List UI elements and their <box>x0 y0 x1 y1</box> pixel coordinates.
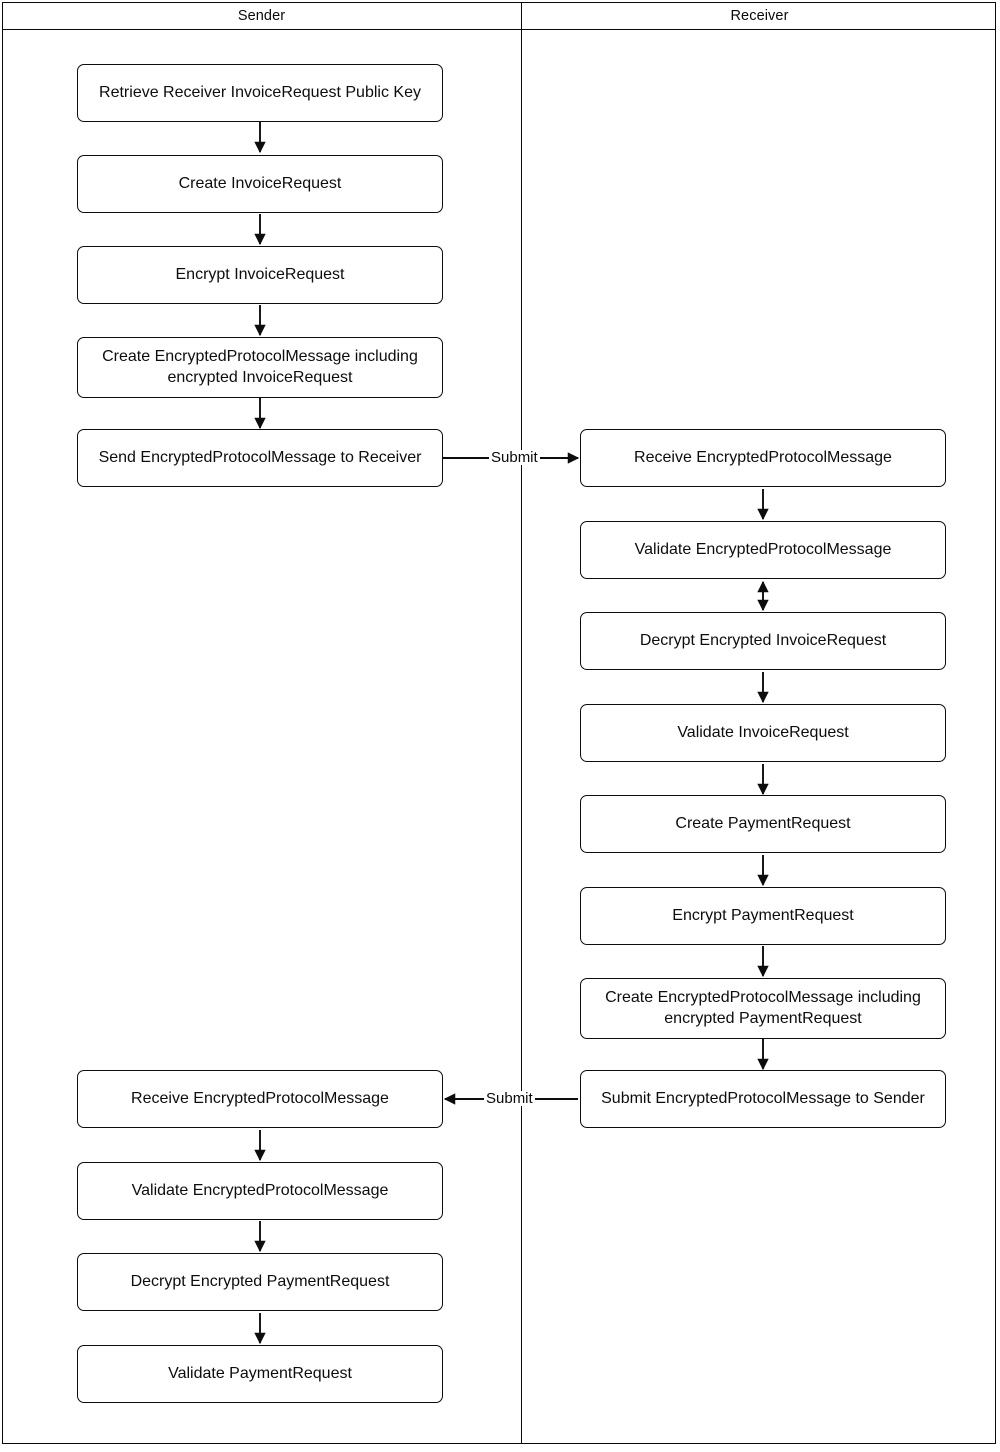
node-label: Retrieve Receiver InvoiceRequest Public … <box>99 83 421 101</box>
node-label: Encrypt InvoiceRequest <box>175 265 345 283</box>
node-encrypt-invoicerequest[interactable]: Encrypt InvoiceRequest <box>77 246 443 304</box>
lane-header-receiver: Receiver <box>730 7 789 24</box>
node-receiver-validate-encryptedprotocolmessage[interactable]: Validate EncryptedProtocolMessage <box>580 521 946 579</box>
node-label: Create EncryptedProtocolMessage includin… <box>605 989 921 1027</box>
node-label: Encrypt PaymentRequest <box>672 906 854 924</box>
node-label: Validate PaymentRequest <box>168 1364 352 1382</box>
node-label: Validate EncryptedProtocolMessage <box>634 540 892 558</box>
node-create-paymentrequest[interactable]: Create PaymentRequest <box>580 795 946 853</box>
node-create-encryptedprotocolmessage-invoicerequest[interactable]: Create EncryptedProtocolMessage includin… <box>77 337 443 398</box>
lane-divider <box>521 2 522 1444</box>
node-label: Validate InvoiceRequest <box>677 723 849 741</box>
edge-label-submit-to-receiver: Submit <box>489 449 540 466</box>
lane-header-sender: Sender <box>237 7 286 24</box>
node-label: Validate EncryptedProtocolMessage <box>131 1181 389 1199</box>
edge-label-submit-to-sender: Submit <box>484 1090 535 1107</box>
node-submit-encryptedprotocolmessage-to-sender[interactable]: Submit EncryptedProtocolMessage to Sende… <box>580 1070 946 1128</box>
node-validate-paymentrequest[interactable]: Validate PaymentRequest <box>77 1345 443 1403</box>
node-validate-invoicerequest[interactable]: Validate InvoiceRequest <box>580 704 946 762</box>
node-send-encryptedprotocolmessage-to-receiver[interactable]: Send EncryptedProtocolMessage to Receive… <box>77 429 443 487</box>
node-retrieve-receiver-invoicerequest-public-key[interactable]: Retrieve Receiver InvoiceRequest Public … <box>77 64 443 122</box>
node-label: Create InvoiceRequest <box>178 174 342 192</box>
node-create-encryptedprotocolmessage-paymentrequest[interactable]: Create EncryptedProtocolMessage includin… <box>580 978 946 1039</box>
node-decrypt-encrypted-invoicerequest[interactable]: Decrypt Encrypted InvoiceRequest <box>580 612 946 670</box>
node-label: Create PaymentRequest <box>675 814 851 832</box>
node-encrypt-paymentrequest[interactable]: Encrypt PaymentRequest <box>580 887 946 945</box>
node-label: Receive EncryptedProtocolMessage <box>131 1089 389 1107</box>
node-decrypt-encrypted-paymentrequest[interactable]: Decrypt Encrypted PaymentRequest <box>77 1253 443 1311</box>
node-sender-validate-encryptedprotocolmessage[interactable]: Validate EncryptedProtocolMessage <box>77 1162 443 1220</box>
node-label: Decrypt Encrypted InvoiceRequest <box>639 631 887 649</box>
node-label: Receive EncryptedProtocolMessage <box>634 448 892 466</box>
node-label: Decrypt Encrypted PaymentRequest <box>130 1272 390 1290</box>
node-create-invoicerequest[interactable]: Create InvoiceRequest <box>77 155 443 213</box>
node-label: Create EncryptedProtocolMessage includin… <box>102 348 418 386</box>
node-label: Send EncryptedProtocolMessage to Receive… <box>98 448 422 466</box>
node-sender-receive-encryptedprotocolmessage[interactable]: Receive EncryptedProtocolMessage <box>77 1070 443 1128</box>
node-label: Submit EncryptedProtocolMessage to Sende… <box>601 1089 925 1107</box>
node-receiver-receive-encryptedprotocolmessage[interactable]: Receive EncryptedProtocolMessage <box>580 429 946 487</box>
lane-header-band: Sender Receiver <box>2 2 996 30</box>
